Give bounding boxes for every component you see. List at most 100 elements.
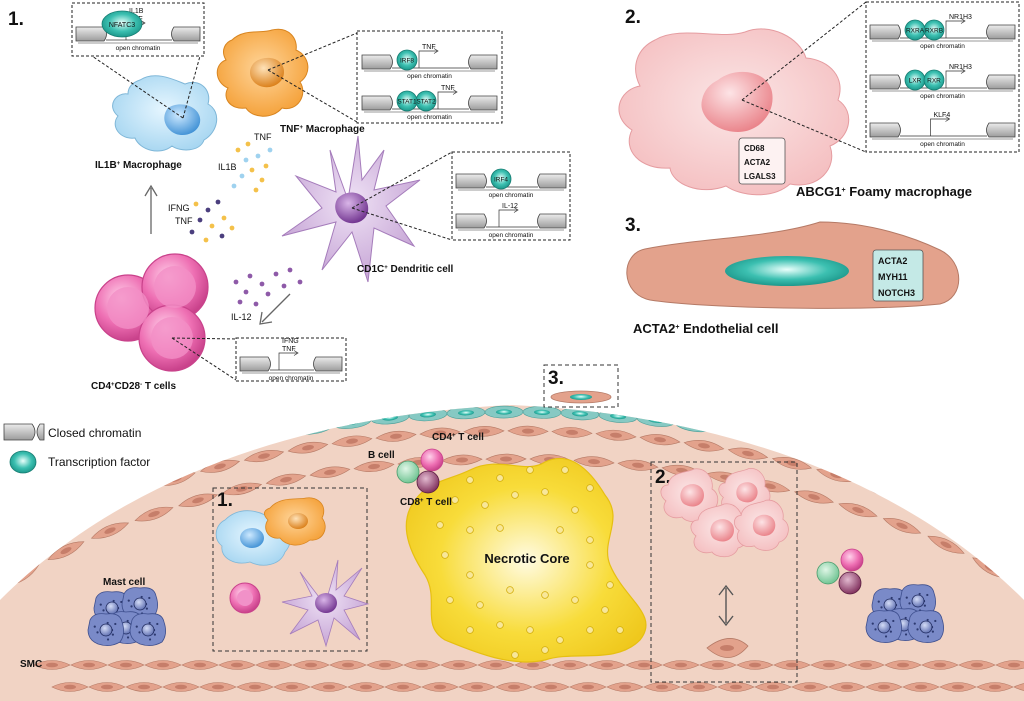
transcription-start-arrow bbox=[278, 352, 297, 370]
mast-cell-granule bbox=[96, 631, 99, 634]
endothelial-marker-3: NOTCH3 bbox=[878, 288, 915, 298]
closed-chromatin-left bbox=[869, 24, 901, 40]
endothelial-cell-body bbox=[30, 502, 66, 524]
t-cells-label: CD4+CD28- T cells bbox=[91, 381, 176, 392]
mast-cell-granule bbox=[99, 603, 102, 606]
plaque-box-3-number: 3. bbox=[548, 368, 564, 389]
transcription-factor-label: RXRA bbox=[906, 28, 925, 35]
endothelial-cell bbox=[981, 514, 1015, 538]
cytokine-ifng-label: IFNG bbox=[168, 203, 190, 213]
smc-cell bbox=[882, 517, 922, 534]
media-smc-nucleus bbox=[434, 684, 446, 690]
smc-cell-nucleus bbox=[918, 503, 930, 511]
cytokine-dot bbox=[281, 283, 287, 289]
endothelial-cell bbox=[484, 405, 524, 419]
transcription-start-arrow bbox=[437, 91, 456, 109]
endothelial-cell-nucleus bbox=[40, 508, 56, 518]
gene-label: TNF bbox=[282, 346, 296, 353]
smc-cell-nucleus bbox=[852, 507, 864, 514]
smc-cell-body bbox=[25, 524, 63, 545]
cytokine-dot bbox=[231, 183, 237, 189]
debris-particle bbox=[541, 646, 549, 654]
debris-particle bbox=[606, 581, 614, 589]
il1b-macrophage-label: IL1B+ Macrophage bbox=[95, 160, 182, 171]
smc-cell-nucleus bbox=[258, 453, 270, 459]
smc-cell bbox=[507, 425, 549, 437]
closed-chromatin-left bbox=[455, 213, 487, 229]
cytokine-dot bbox=[233, 279, 239, 285]
cytokine-dot bbox=[255, 153, 261, 159]
media-smc-cell bbox=[70, 660, 108, 670]
plaque-box-2 bbox=[650, 461, 798, 683]
debris-particle bbox=[586, 561, 594, 569]
media-smc-nucleus bbox=[712, 662, 724, 668]
mast-cell-nucleus bbox=[133, 597, 147, 611]
cytokine-dot bbox=[253, 301, 259, 307]
media-smc-nucleus bbox=[841, 684, 853, 690]
transcription-factor-label: IRF8 bbox=[400, 58, 414, 65]
mast-cell-granule bbox=[114, 622, 117, 626]
smc-cell bbox=[265, 473, 307, 486]
media-smc-nucleus bbox=[934, 662, 946, 668]
media-smc-cell bbox=[199, 682, 237, 692]
arrow-head bbox=[293, 350, 299, 356]
media-smc-nucleus bbox=[545, 684, 557, 690]
debris-particle bbox=[466, 476, 474, 484]
cytokine-dot bbox=[189, 229, 195, 235]
transcription-start-arrow bbox=[945, 70, 964, 88]
media-smc-cell bbox=[181, 660, 219, 670]
media-smc-nucleus bbox=[749, 662, 761, 668]
endothelial-cell-body bbox=[0, 523, 27, 548]
debris-particle bbox=[511, 491, 519, 499]
media-smc-cell bbox=[958, 660, 996, 670]
endothelial-cell-body bbox=[68, 484, 104, 504]
open-chromatin-label: open chromatin bbox=[407, 114, 452, 121]
media-smc-nucleus bbox=[286, 684, 298, 690]
cytokine-dot bbox=[209, 223, 215, 229]
media-smc-cell bbox=[51, 682, 89, 692]
gene-label: KLF4 bbox=[934, 112, 951, 119]
media-smc-nucleus bbox=[397, 684, 409, 690]
mast-cell-granule bbox=[923, 604, 926, 607]
mast-cell-granule bbox=[106, 638, 110, 641]
arrow-head bbox=[945, 116, 951, 122]
open-chromatin-label: open chromatin bbox=[489, 192, 534, 199]
smc-cell-nucleus bbox=[500, 456, 512, 462]
transcription-factor-legend-icon bbox=[9, 450, 37, 474]
endothelial-marker-1: ACTA2 bbox=[878, 256, 907, 266]
smc-cell bbox=[375, 430, 417, 442]
debris-particle bbox=[586, 484, 594, 492]
transcription-factor-label: NFATC3 bbox=[109, 22, 135, 29]
mast-cell-cluster-right bbox=[865, 584, 944, 643]
media-smc-cell bbox=[643, 682, 681, 692]
smc-cell-nucleus bbox=[126, 490, 138, 498]
media-smc-cell bbox=[606, 682, 644, 692]
endothelial-cell-body bbox=[181, 444, 219, 461]
endothelial-cell-nucleus bbox=[3, 530, 17, 541]
media-smc-cell bbox=[403, 660, 441, 670]
media-smc-nucleus bbox=[416, 662, 428, 668]
media-smc-cell bbox=[847, 660, 885, 670]
transcription-start-arrow bbox=[945, 20, 964, 38]
debris-particle bbox=[601, 606, 609, 614]
closed-chromatin-right bbox=[986, 122, 1016, 138]
smc-cell bbox=[353, 461, 395, 473]
debris-particle bbox=[571, 596, 579, 604]
endothelial-marker-2: MYH11 bbox=[878, 272, 908, 282]
transcription-factor-label: STAT2 bbox=[416, 99, 436, 106]
media-smc-nucleus bbox=[804, 684, 816, 690]
smc-cell-nucleus bbox=[940, 541, 952, 549]
endothelial-nucleus bbox=[725, 256, 849, 286]
arrow-head bbox=[513, 207, 519, 213]
open-chromatin-label: open chromatin bbox=[920, 43, 965, 50]
mast-cell-granule bbox=[102, 609, 105, 612]
debris-particle bbox=[466, 526, 474, 534]
media-smc-nucleus bbox=[527, 662, 539, 668]
media-smc-cell bbox=[88, 682, 126, 692]
endothelial-cell bbox=[789, 440, 827, 457]
media-smc-nucleus bbox=[767, 684, 779, 690]
smc-cell-nucleus bbox=[874, 486, 886, 493]
endothelial-cell-body bbox=[865, 463, 903, 481]
media-smc-cell bbox=[828, 682, 866, 692]
debris-particle bbox=[616, 626, 624, 634]
